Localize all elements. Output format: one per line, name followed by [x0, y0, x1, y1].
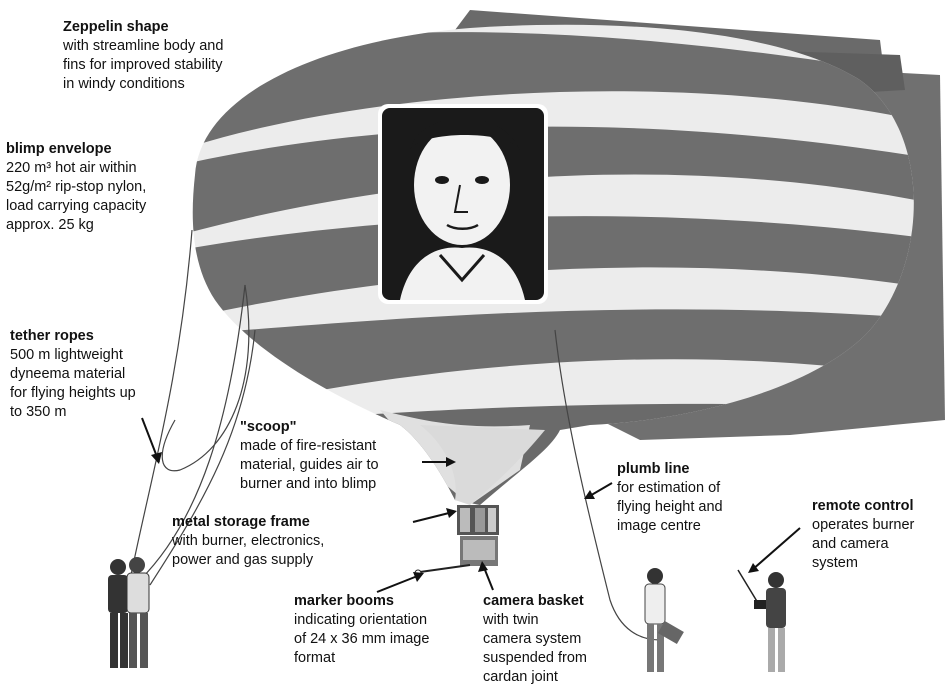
annotation-line: approx. 25 kg	[6, 216, 146, 235]
annotation-tether: tether ropes 500 m lightweight dyneema m…	[10, 327, 136, 422]
annotation-line: for flying heights up	[10, 384, 136, 403]
annotation-scoop: "scoop" made of fire-resistant material,…	[240, 418, 379, 494]
booms-arrow	[377, 575, 420, 592]
annotation-line: suspended from	[483, 649, 587, 668]
camera-basket	[460, 536, 498, 566]
annotation-line: indicating orientation	[294, 611, 429, 630]
annotation-basket: camera basket with twin camera system su…	[483, 592, 587, 687]
annotation-line: with burner, electronics,	[172, 532, 324, 551]
annotation-line: power and gas supply	[172, 551, 324, 570]
annotation-line: to 350 m	[10, 403, 136, 422]
annotation-envelope: blimp envelope 220 m³ hot air within 52g…	[6, 140, 146, 235]
annotation-line: fins for improved stability	[63, 56, 223, 75]
annotation-line: 220 m³ hot air within	[6, 159, 146, 178]
remote-control-operator	[738, 570, 786, 672]
annotation-title: Zeppelin shape	[63, 18, 223, 37]
marker-boom	[420, 565, 470, 572]
annotation-title: tether ropes	[10, 327, 136, 346]
annotation-line: material, guides air to	[240, 456, 379, 475]
annotation-title: plumb line	[617, 460, 723, 479]
annotation-line: cardan joint	[483, 668, 587, 687]
storage-frame	[457, 505, 499, 535]
annotation-line: for estimation of	[617, 479, 723, 498]
plumb-line-operator	[645, 568, 684, 672]
portrait-emblem	[378, 104, 548, 304]
annotation-line: in windy conditions	[63, 75, 223, 94]
annotation-line: format	[294, 649, 429, 668]
annotation-line: operates burner	[812, 516, 914, 535]
tether-handlers	[108, 557, 149, 668]
remote-arrow	[752, 528, 800, 570]
annotation-line: flying height and	[617, 498, 723, 517]
annotation-line: system	[812, 554, 914, 573]
annotation-line: made of fire-resistant	[240, 437, 379, 456]
annotation-line: dyneema material	[10, 365, 136, 384]
annotation-remote: remote control operates burner and camer…	[812, 497, 914, 573]
annotation-line: with streamline body and	[63, 37, 223, 56]
annotation-line: and camera	[812, 535, 914, 554]
annotation-line: load carrying capacity	[6, 197, 146, 216]
annotation-line: burner and into blimp	[240, 475, 379, 494]
annotation-title: "scoop"	[240, 418, 379, 437]
annotation-line: with twin	[483, 611, 587, 630]
annotation-title: camera basket	[483, 592, 587, 611]
annotation-zeppelin: Zeppelin shape with streamline body and …	[63, 18, 223, 94]
annotation-line: camera system	[483, 630, 587, 649]
annotation-title: metal storage frame	[172, 513, 324, 532]
annotation-booms: marker booms indicating orientation of 2…	[294, 592, 429, 668]
annotation-title: marker booms	[294, 592, 429, 611]
annotation-line: image centre	[617, 517, 723, 536]
annotation-frame: metal storage frame with burner, electro…	[172, 513, 324, 570]
frame-arrow	[413, 512, 453, 522]
annotation-line: 52g/m² rip-stop nylon,	[6, 178, 146, 197]
annotation-plumb: plumb line for estimation of flying heig…	[617, 460, 723, 536]
annotation-line: 500 m lightweight	[10, 346, 136, 365]
annotation-title: blimp envelope	[6, 140, 146, 159]
annotation-title: remote control	[812, 497, 914, 516]
annotation-line: of 24 x 36 mm image	[294, 630, 429, 649]
